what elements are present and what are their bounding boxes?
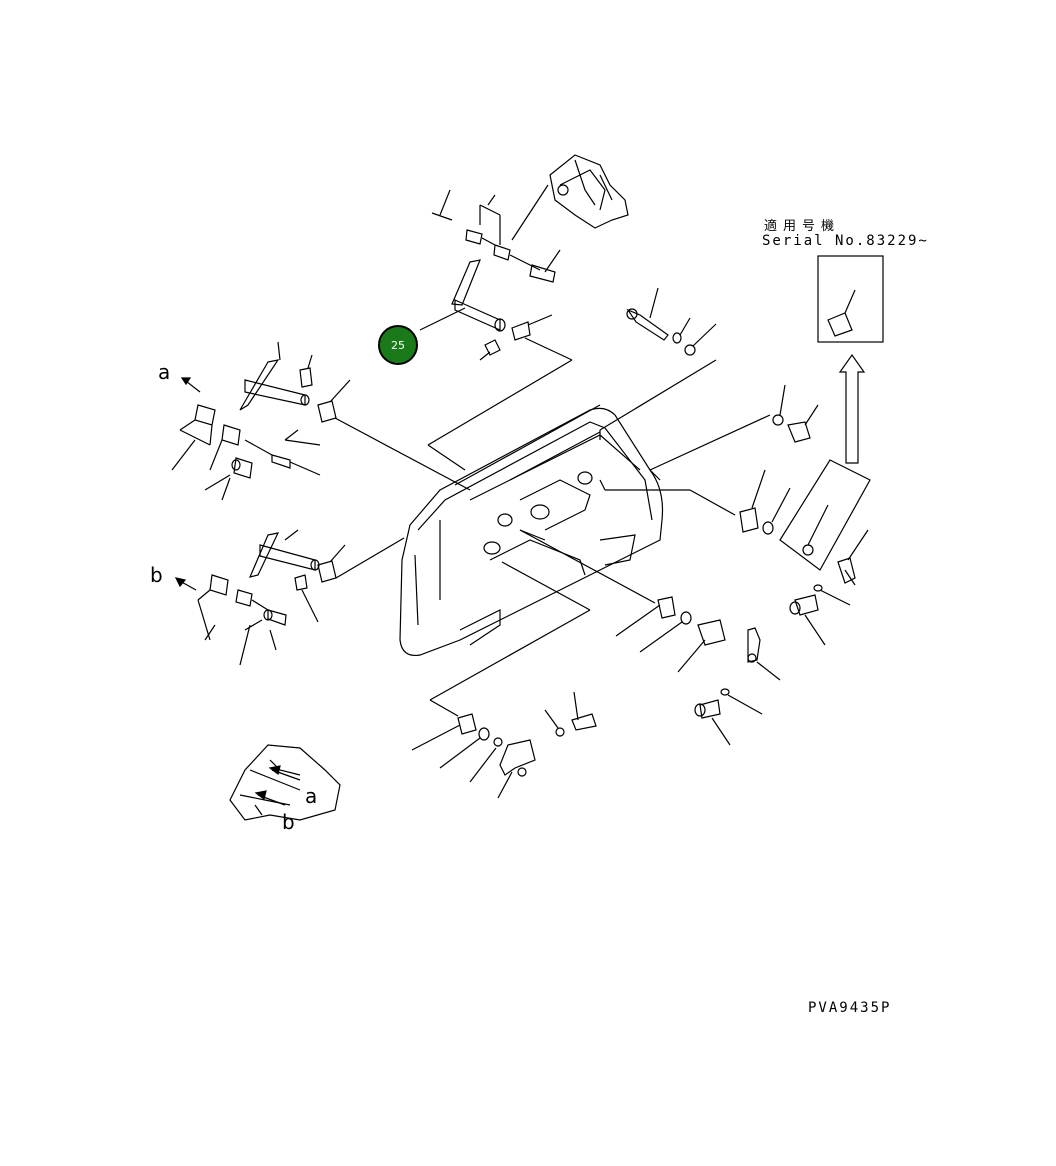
right-plug [649,384,819,481]
top-link-assembly [431,184,561,283]
serial-number-text: Serial No.83229~ [762,233,929,249]
applicable-serial-label: 適用号機 [764,219,841,234]
inset-label-a: a [305,784,318,808]
callout-25[interactable]: 25 [378,325,418,365]
control-valve-block [549,154,629,229]
right-bracket-assembly [599,459,871,646]
detail-label-b: b [150,563,163,587]
upper-right-bolt [599,287,717,440]
lower-right-linkage [519,529,781,746]
left-upper-lever [171,341,471,501]
main-housing [399,404,664,657]
inset-sketch [229,744,341,821]
serial-detail-box [817,255,884,464]
inset-label-b: b [282,810,295,834]
left-lower-lever [174,529,405,666]
upper-lever [419,259,573,471]
drawing-code: PVA9435P [808,1000,892,1016]
bottom-linkage [411,561,597,799]
detail-label-a: a [158,360,171,384]
